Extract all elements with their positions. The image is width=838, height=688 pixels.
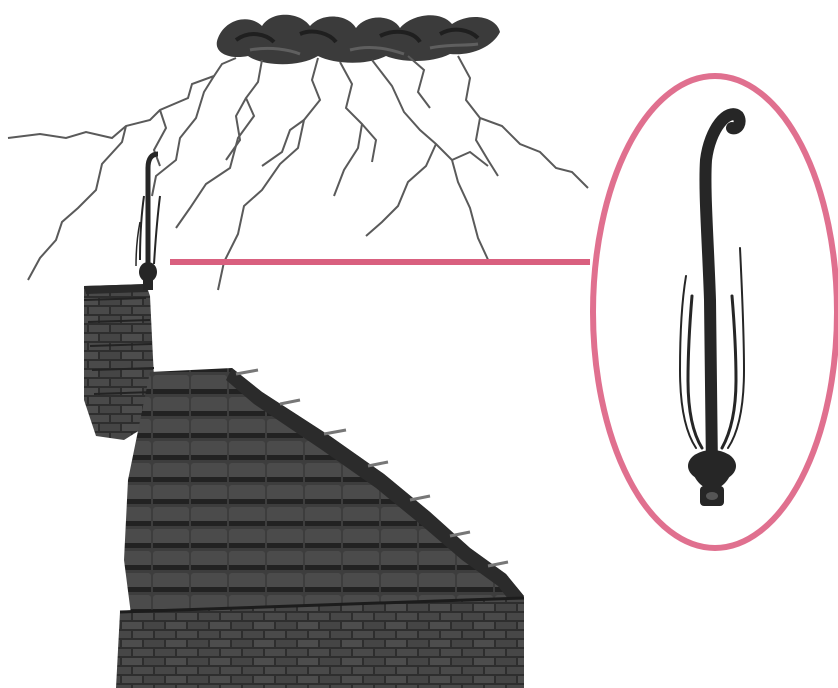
lightning-bolt-icon: [8, 56, 588, 290]
roof-icon: [116, 368, 524, 688]
